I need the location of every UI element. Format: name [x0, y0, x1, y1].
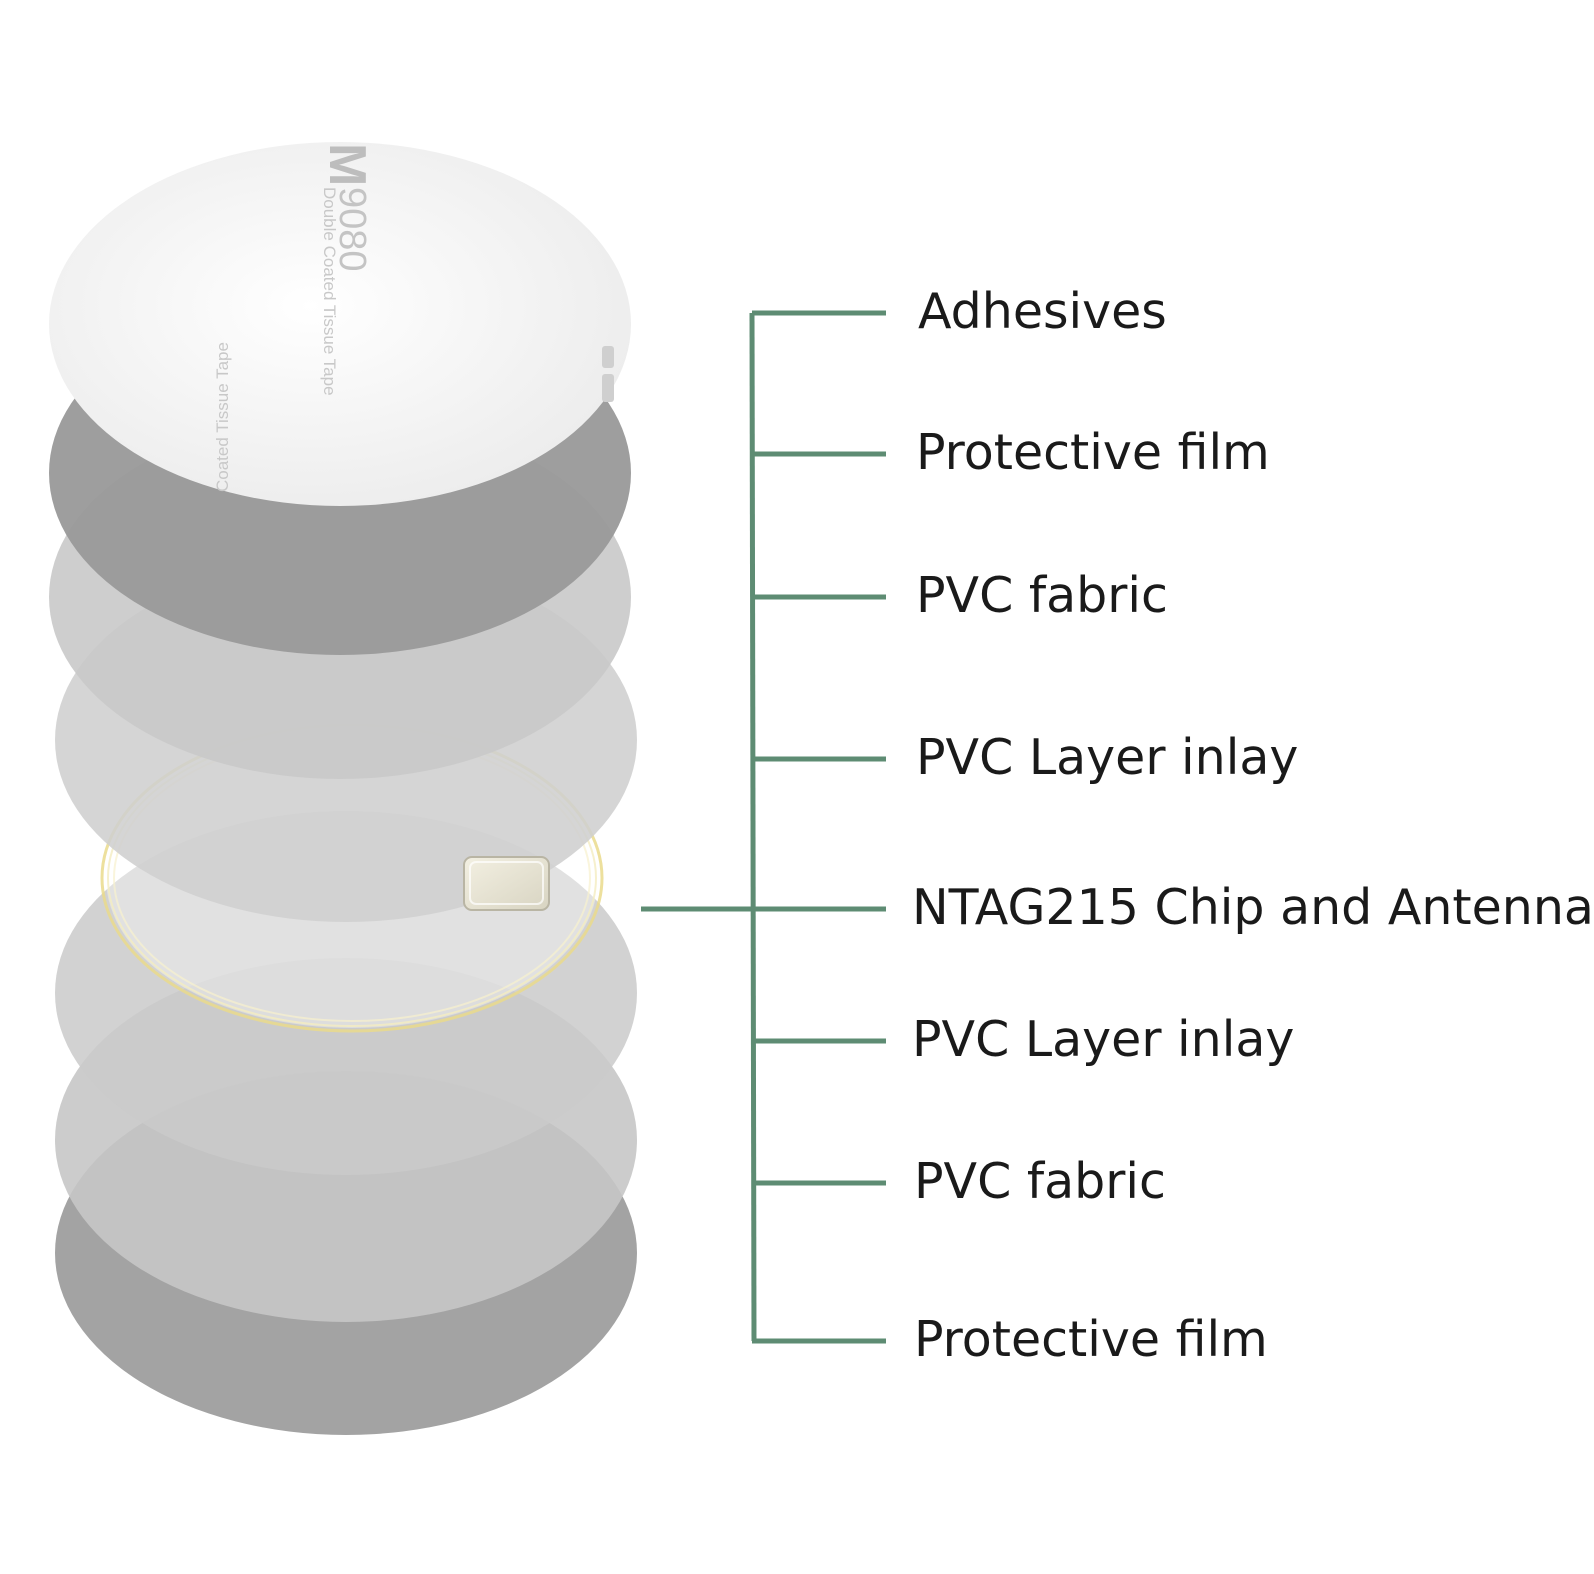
tape-brand-edge-mark — [602, 346, 614, 402]
layer-label: PVC fabric — [914, 1153, 1166, 1210]
layer-label: Adhesives — [918, 283, 1167, 340]
layer-label: PVC Layer inlay — [912, 1011, 1295, 1068]
layer-label: NTAG215 Chip and Antenna — [912, 879, 1594, 936]
layer-label: PVC Layer inlay — [916, 729, 1299, 786]
nfc-chip-icon — [463, 856, 550, 911]
tape-product-text: Double Coated Tissue Tape — [320, 187, 339, 396]
connector-bracket — [641, 310, 886, 1344]
layer-disc-adhesive — [49, 142, 631, 506]
tape-print-main: M 9080 Double Coated Tissue Tape — [318, 143, 376, 396]
layer-label: Protective film — [916, 424, 1270, 481]
tape-product-number: 9080 — [331, 187, 373, 272]
layer-label: PVC fabric — [916, 567, 1168, 624]
tape-partial-text: Coated Tissue Tape — [213, 342, 232, 492]
connector-spine — [749, 312, 757, 1342]
layer-label: Protective film — [914, 1311, 1268, 1368]
tape-print-partial: Coated Tissue Tape — [213, 342, 232, 492]
tape-brand-mark: M — [318, 143, 376, 186]
